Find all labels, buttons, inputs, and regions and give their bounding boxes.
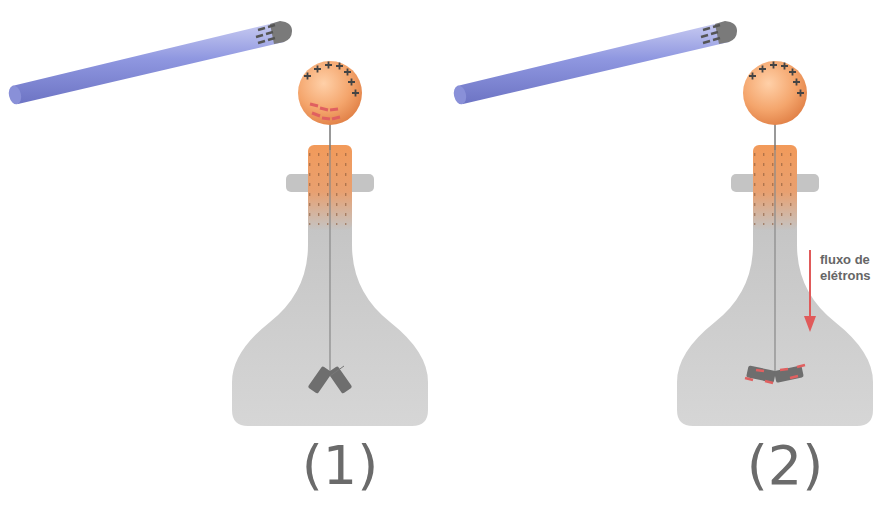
figure-number: (1) [302,434,379,497]
arrow-label: fluxo de elétrons [820,252,882,285]
figure-number: (2) [747,434,824,497]
